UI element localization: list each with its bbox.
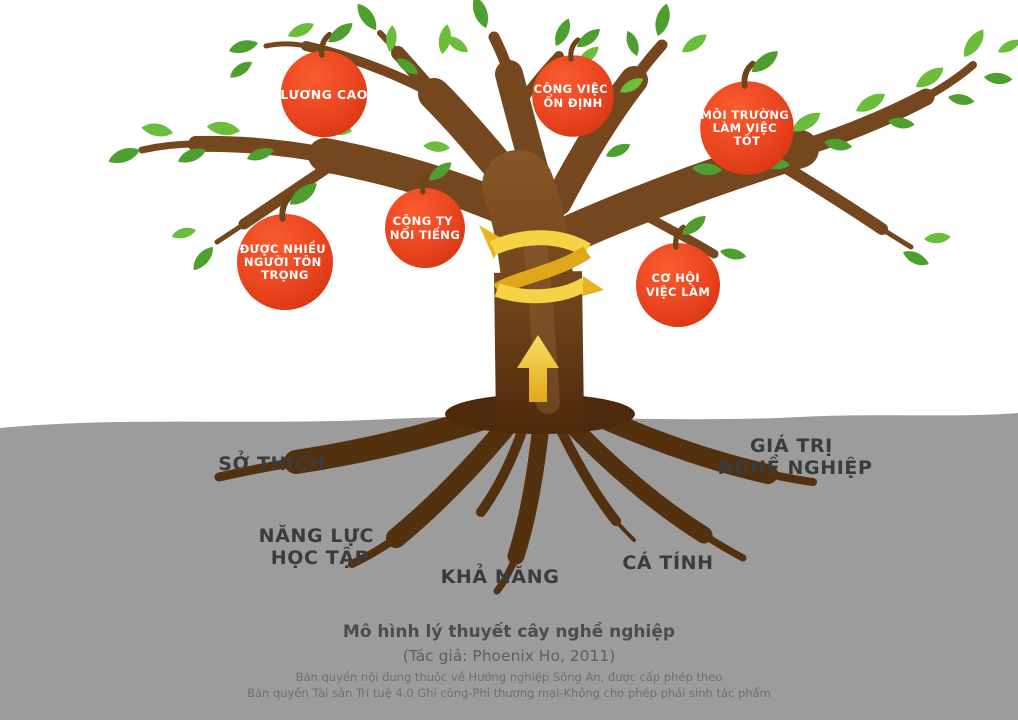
root-labels-group: SỞ THÍCH NĂNG LỰC HỌC TẬP KHẢ NĂNG CÁ TÍ… <box>218 434 872 588</box>
diagram-author: (Tác giả: Phoenix Ho, 2011) <box>403 647 616 665</box>
apple-label: MÔI TRƯỜNG LÀM VIỆC TỐT <box>700 107 793 148</box>
apple-co-hoi-viec-lam: CƠ HỘI VIỆC LÀM <box>636 213 720 327</box>
roots-group <box>214 394 817 595</box>
apple-duoc-nhieu-nguoi-ton-trong: ĐƯỢC NHIỀU NGƯỜI TÔN TRỌNG <box>237 180 333 310</box>
arrow-up-icon <box>517 335 559 402</box>
apple-label: LƯƠNG CAO <box>280 87 367 102</box>
apple-moi-truong-lam-viec-tot: MÔI TRƯỜNG LÀM VIỆC TỐT <box>700 48 794 175</box>
root-label-so-thich: SỞ THÍCH <box>218 450 325 475</box>
apple-label: ĐƯỢC NHIỀU NGƯỜI TÔN TRỌNG <box>240 239 331 282</box>
caption-group: Mô hình lý thuyết cây nghề nghiệp (Tác g… <box>247 621 771 700</box>
diagram-title: Mô hình lý thuyết cây nghề nghiệp <box>343 621 675 642</box>
apple-label: CÔNG VIỆC ỔN ĐỊNH <box>534 81 613 110</box>
license-line-1: Bản quyền nội dung thuộc về Hướng nghiệp… <box>296 670 723 684</box>
root-label-nang-luc-hoc-tap: NĂNG LỰC HỌC TẬP <box>259 523 382 569</box>
apple-label: CƠ HỘI VIỆC LÀM <box>646 270 710 299</box>
apple-label: CÔNG TY NỔI TIẾNG <box>390 213 460 242</box>
apple-luong-cao: LƯƠNG CAO <box>280 20 367 137</box>
root-label-ca-tinh: CÁ TÍNH <box>622 551 713 574</box>
root-label-kha-nang: KHẢ NĂNG <box>441 563 560 588</box>
apple-icon <box>281 20 367 137</box>
apple-cong-ty-noi-tieng: CÔNG TY NỔI TIẾNG <box>385 160 465 268</box>
apple-cong-viec-on-dinh: CÔNG VIỆC ỔN ĐỊNH <box>532 26 614 136</box>
license-line-2: Bản quyền Tài sản Trí tuệ 4.0 Ghi công-P… <box>247 686 771 700</box>
root-label-gia-tri-nghe-nghiep: GIÁ TRỊ NGHỀ NGHIỆP <box>718 434 873 479</box>
ribbon-icon <box>479 225 604 304</box>
